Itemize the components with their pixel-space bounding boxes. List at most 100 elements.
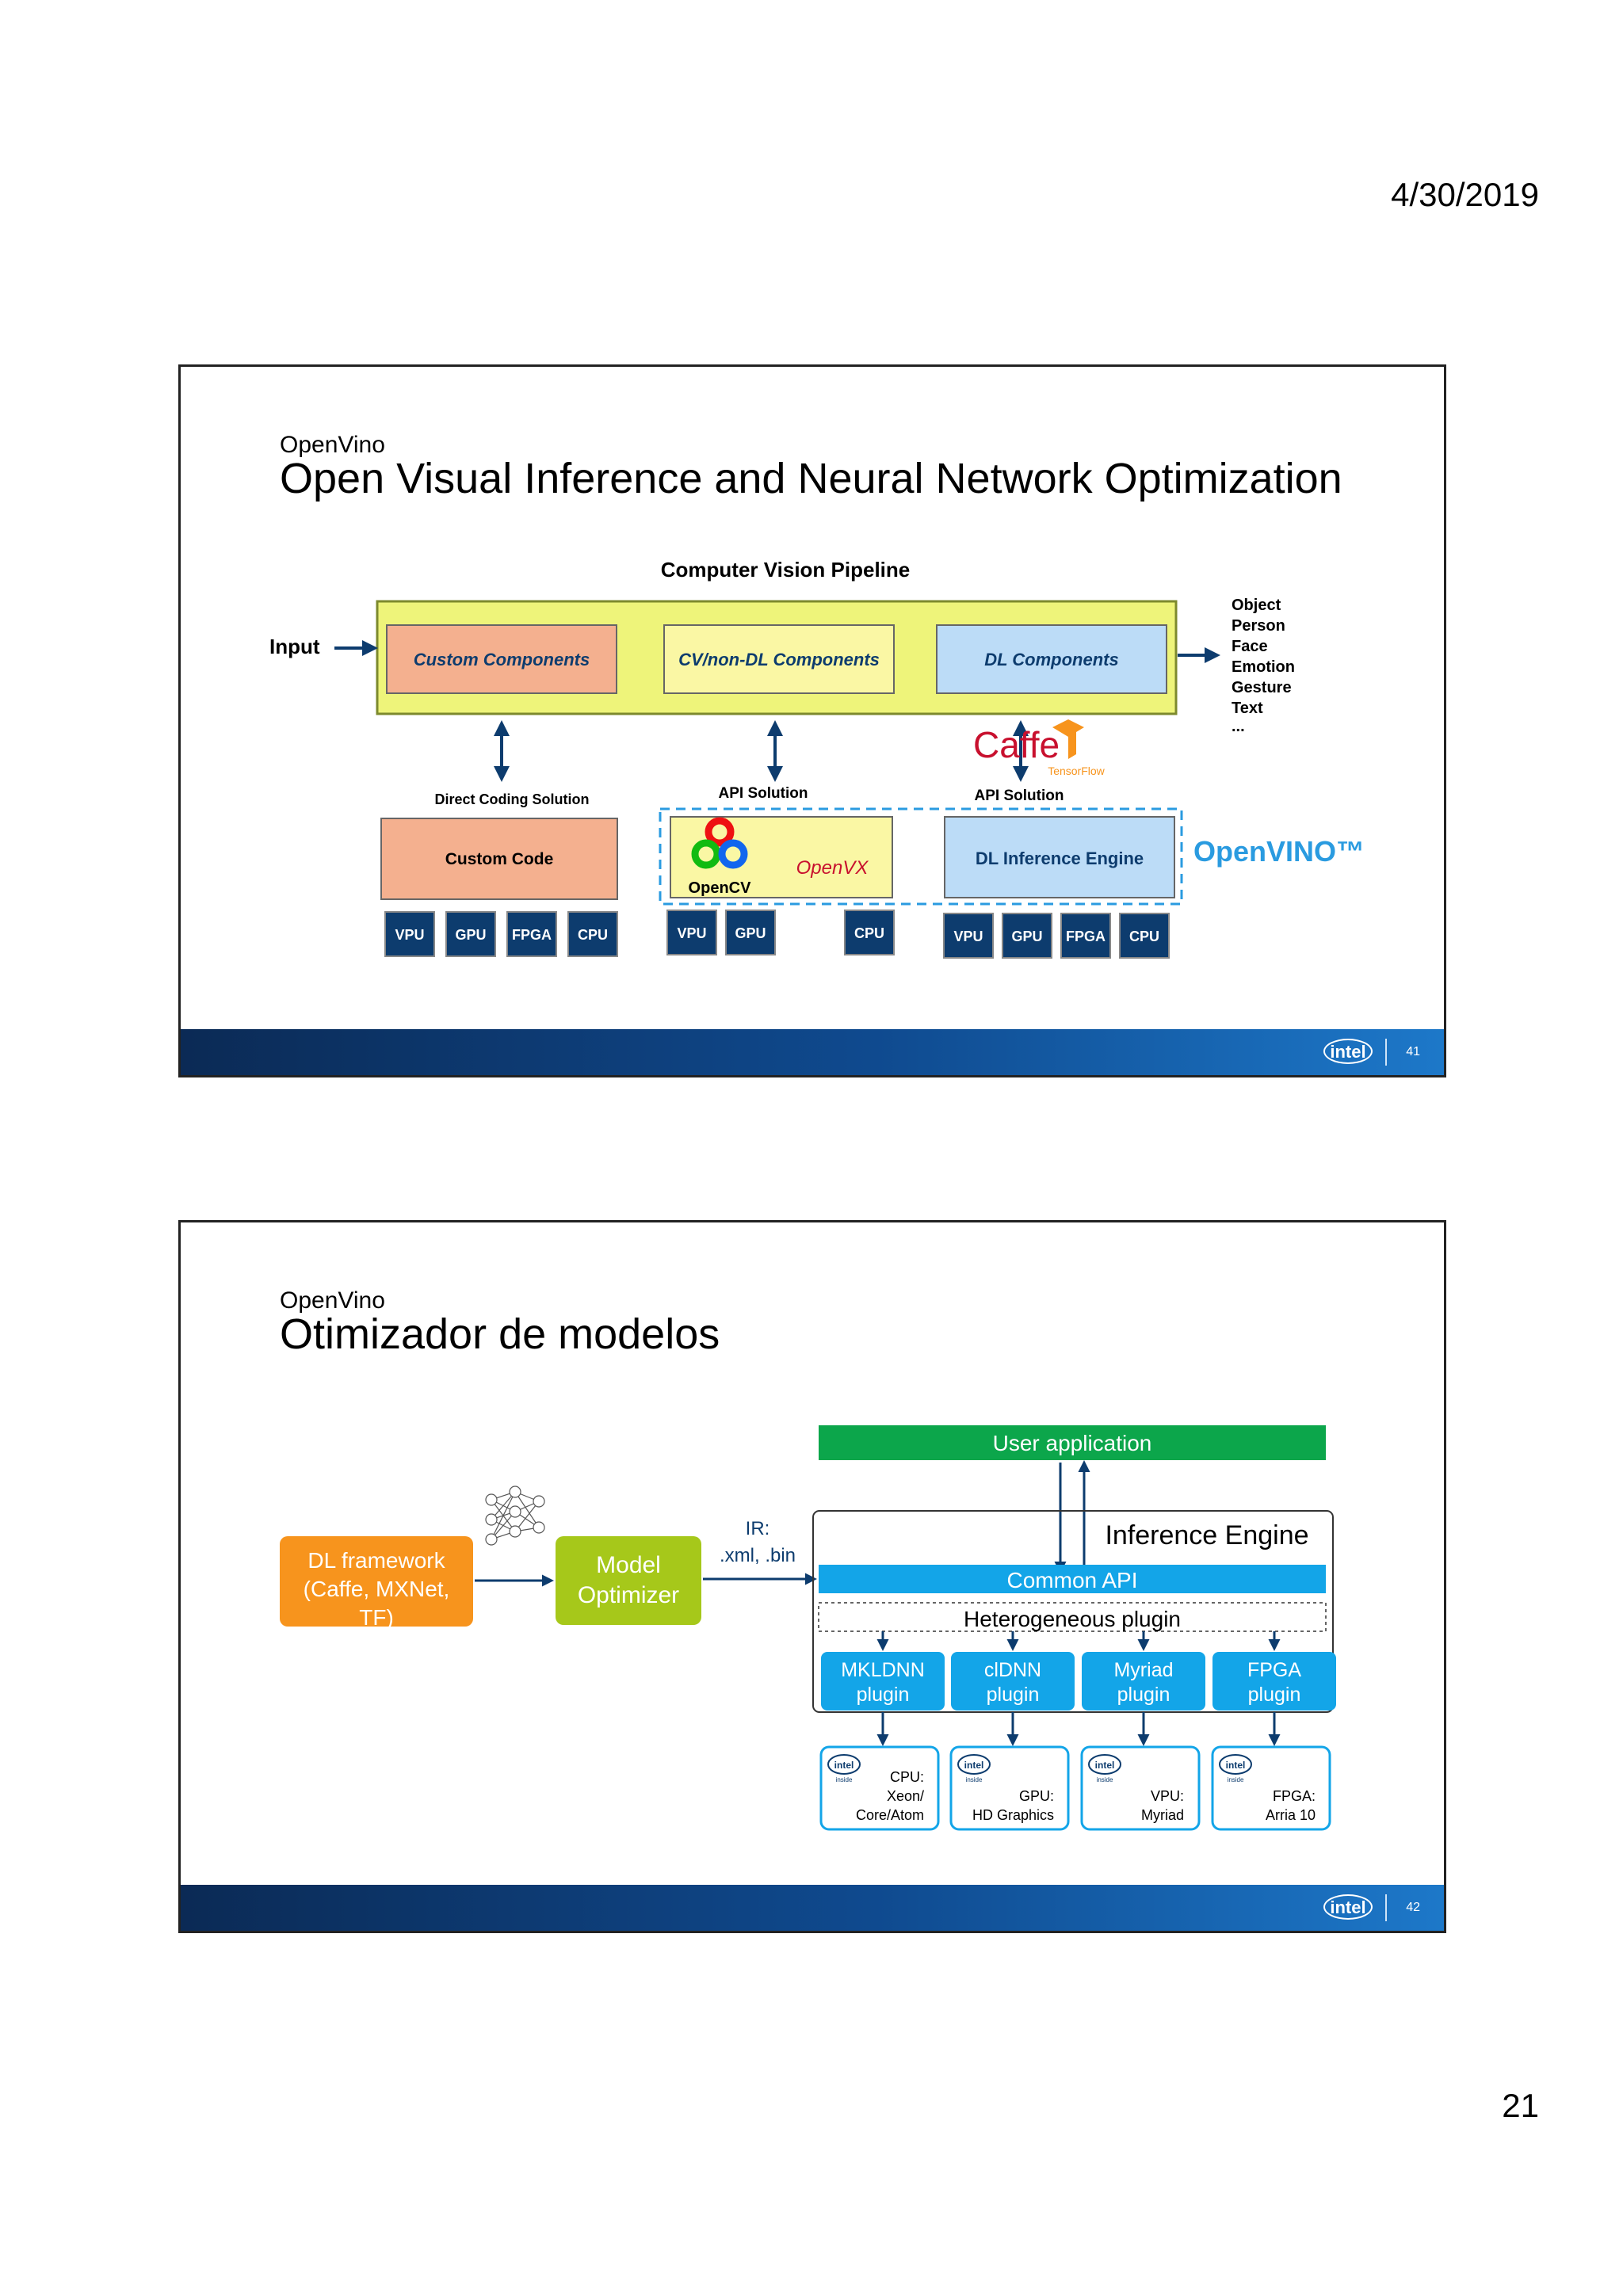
plugin-label: plugin xyxy=(857,1684,910,1706)
dl-framework-label: TF) xyxy=(359,1605,394,1630)
hw-chip xyxy=(943,913,994,959)
common-api-label: Common API xyxy=(1007,1568,1138,1592)
output-item: Emotion xyxy=(1232,658,1295,676)
slide-number: 41 xyxy=(1406,1045,1420,1058)
hw-chip xyxy=(666,910,717,955)
intel-inside-label: inside xyxy=(1097,1776,1113,1783)
device-arrows xyxy=(876,1712,1281,1746)
device-label: VPU: xyxy=(1151,1788,1184,1804)
model-optimizer-box xyxy=(556,1536,701,1625)
output-item: Person xyxy=(1232,617,1285,635)
dl-framework-box xyxy=(280,1536,473,1627)
openvino-logo: OpenVINO™ xyxy=(1193,835,1365,868)
input-label: Input xyxy=(269,635,320,658)
hw-chip-label: VPU xyxy=(953,929,983,944)
plugin-box xyxy=(821,1652,945,1711)
hw-chip xyxy=(445,911,496,957)
plugin-box xyxy=(1212,1652,1336,1711)
devices: intel inside CPU: Xeon/ Core/Atom intel … xyxy=(819,1745,1331,1831)
device-label: FPGA: xyxy=(1273,1788,1316,1804)
device-box xyxy=(1211,1745,1331,1831)
dl-inference-engine-label: DL Inference Engine xyxy=(976,849,1144,868)
plugin-box xyxy=(951,1652,1075,1711)
plugin-arrows xyxy=(876,1631,1281,1651)
slide-kicker: OpenVino xyxy=(280,432,385,458)
output-item: Face xyxy=(1232,638,1268,655)
neural-network-icon xyxy=(485,1486,545,1546)
slide-number: 42 xyxy=(1406,1901,1420,1914)
intel-badge-label: intel xyxy=(834,1760,854,1771)
dl-framework-label: (Caffe, MXNet, xyxy=(304,1577,450,1601)
plugin-label: plugin xyxy=(987,1684,1040,1706)
slide-42: OpenVino Otimizador de modelos User appl… xyxy=(178,1220,1446,1933)
intel-inside-badge xyxy=(827,1754,861,1775)
hw-chip-label: FPGA xyxy=(1066,929,1106,944)
heterogeneous-plugin-bar xyxy=(818,1602,1327,1632)
footer-divider xyxy=(1385,1894,1387,1921)
custom-code-box xyxy=(380,818,618,900)
plugin-label: MKLDNN xyxy=(841,1659,925,1681)
output-list: Object Person Face Emotion Gesture Text … xyxy=(1232,597,1295,735)
pipeline-title: Computer Vision Pipeline xyxy=(661,558,910,582)
intel-inside-label: inside xyxy=(836,1776,853,1783)
custom-components-label: Custom Components xyxy=(414,650,590,669)
user-application-label: User application xyxy=(993,1431,1152,1455)
cv-components-label: CV/non-DL Components xyxy=(678,650,880,669)
intel-logo: intel xyxy=(1323,1039,1373,1064)
header-date: 4/30/2019 xyxy=(1391,176,1539,213)
plugin-label: clDNN xyxy=(984,1659,1041,1681)
openvx-logo: OpenVX xyxy=(796,857,869,879)
hw-chip xyxy=(1119,913,1170,959)
intel-inside-label: inside xyxy=(966,1776,983,1783)
direct-coding-label: Direct Coding Solution xyxy=(435,791,590,807)
device-box xyxy=(819,1745,940,1831)
intel-badge-label: intel xyxy=(1226,1760,1246,1771)
plugin-label: plugin xyxy=(1117,1684,1170,1706)
model-optimizer-label: Model xyxy=(596,1552,661,1578)
intel-inside-badge xyxy=(957,1754,991,1775)
ir-label: IR: xyxy=(746,1518,770,1539)
hw-chip-label: CPU xyxy=(854,925,884,941)
plugins: MKLDNN plugin clDNN plugin Myriad plugin… xyxy=(821,1652,1336,1711)
hw-chip xyxy=(567,911,618,957)
hw-chip xyxy=(506,911,557,957)
hw-chip-label: GPU xyxy=(455,927,486,943)
api-solution-label: API Solution xyxy=(719,785,808,802)
intel-badge-label: intel xyxy=(1095,1760,1115,1771)
hw-chip xyxy=(1002,913,1052,959)
slide-41: OpenVino Open Visual Inference and Neura… xyxy=(178,364,1446,1077)
ir-label: .xml, .bin xyxy=(720,1545,796,1566)
slide-kicker: OpenVino xyxy=(280,1287,385,1314)
model-optimizer-diagram: User application DL framework (Caffe, MX… xyxy=(280,1425,1336,1831)
slide-footer: intel 42 xyxy=(181,1885,1444,1931)
device-box xyxy=(1080,1745,1201,1831)
device-box xyxy=(949,1745,1070,1831)
tensorflow-logo: TensorFlow xyxy=(1048,719,1106,777)
plugin-label: Myriad xyxy=(1113,1659,1173,1681)
openvino-region xyxy=(659,807,1183,906)
common-api-bar xyxy=(819,1565,1326,1593)
device-label: Xeon/ xyxy=(887,1788,924,1804)
intel-inside-badge xyxy=(1088,1754,1121,1775)
device-label: Core/Atom xyxy=(856,1807,924,1823)
dl-inference-engine-box xyxy=(944,816,1175,898)
output-item: Gesture xyxy=(1232,679,1292,696)
dl-components-label: DL Components xyxy=(984,650,1118,669)
device-label: HD Graphics xyxy=(972,1807,1054,1823)
hw-chip-label: VPU xyxy=(395,927,424,943)
output-item: ... xyxy=(1232,718,1245,735)
opencv-label: OpenCV xyxy=(689,879,752,897)
device-label: Arria 10 xyxy=(1266,1807,1316,1823)
dl-components-box xyxy=(936,624,1167,694)
hw-chip-label: GPU xyxy=(735,925,766,941)
footer-divider xyxy=(1385,1039,1387,1066)
hw-chip-label: GPU xyxy=(1011,929,1042,944)
hw-chip xyxy=(725,910,776,955)
dl-framework-label: DL framework xyxy=(307,1548,445,1573)
page-number: 21 xyxy=(1502,2087,1539,2124)
user-application-bar xyxy=(819,1425,1326,1460)
device-label: CPU: xyxy=(890,1769,924,1785)
hw-chip xyxy=(844,910,895,955)
output-item: Text xyxy=(1232,700,1263,717)
tensorflow-label: TensorFlow xyxy=(1048,765,1105,777)
